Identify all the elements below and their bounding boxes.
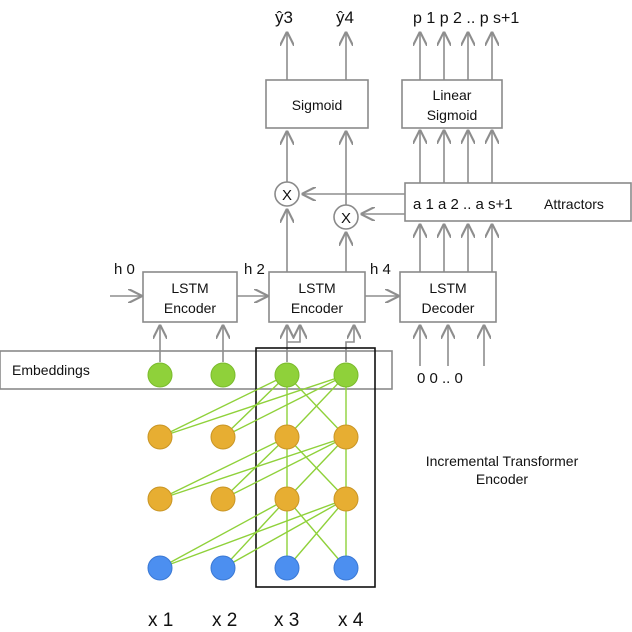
input-node: [210, 555, 236, 581]
transformer-node: [333, 486, 359, 512]
route-emb4-to-enc2: [345, 326, 354, 362]
h2-label: h 2: [244, 261, 265, 278]
attractor-values: a 1 a 2 .. a s+1: [413, 196, 513, 213]
transformer-node: [147, 424, 173, 450]
transformer-node: [274, 424, 300, 450]
attractors-box: [404, 182, 632, 222]
edge: [159, 436, 347, 500]
edge: [286, 374, 347, 438]
lstm-encoder-1-label-1: LSTM: [171, 280, 208, 296]
lstm-encoder-2-label-2: Encoder: [291, 300, 343, 316]
embeddings-band: [0, 350, 393, 390]
lstm-decoder-box: [399, 271, 497, 323]
edge: [159, 374, 347, 438]
lstm-decoder-label-2: Decoder: [422, 300, 475, 316]
lstm-encoder-2-label-1: LSTM: [298, 280, 335, 296]
transformer-node: [210, 424, 236, 450]
embedding-node: [147, 362, 173, 388]
embedding-nodes: [147, 362, 359, 388]
edge: [159, 498, 288, 569]
transformer-layer-1-nodes: [147, 486, 359, 512]
x2-label: x 2: [212, 610, 237, 631]
edge: [159, 436, 288, 500]
embedding-node: [210, 362, 236, 388]
multiply-node-1: [274, 181, 300, 207]
edge: [222, 374, 347, 438]
transformer-label-2: Encoder: [476, 471, 528, 487]
lstm-encoder-box-2: [268, 271, 366, 323]
transformer-label-1: Incremental Transformer: [426, 453, 579, 469]
embedding-node: [333, 362, 359, 388]
y3-label: ŷ3: [275, 8, 293, 27]
linear-sigmoid-label-2: Sigmoid: [427, 107, 478, 123]
p-label: p 1 p 2 .. p s+1: [413, 10, 519, 27]
h0-label: h 0: [114, 261, 135, 278]
transformer-node: [147, 486, 173, 512]
edge: [286, 498, 347, 569]
transformer-layer-2-nodes: [147, 424, 359, 450]
transformer-node: [210, 486, 236, 512]
x1-label: x 1: [148, 610, 173, 631]
edge: [222, 436, 347, 500]
x4-label: x 4: [338, 610, 364, 631]
h4-label: h 4: [370, 261, 391, 278]
lstm-decoder-label-1: LSTM: [429, 280, 466, 296]
linear-sigmoid-box: [401, 79, 503, 129]
edge: [286, 436, 347, 500]
attractors-label: Attractors: [544, 196, 604, 212]
lstm-encoder-1-label-2: Encoder: [164, 300, 216, 316]
x3-label: x 3: [274, 610, 299, 631]
route-emb3-side: [287, 326, 300, 343]
zero-inputs-label: 0 0 .. 0: [417, 370, 463, 387]
transformer-node: [333, 424, 359, 450]
linear-sigmoid-label-1: Linear: [433, 87, 472, 103]
edge: [159, 374, 288, 438]
transformer-node: [274, 486, 300, 512]
multiply-label-2: X: [341, 210, 351, 227]
input-node: [333, 555, 359, 581]
sigmoid-label: Sigmoid: [292, 97, 343, 113]
y4-label: ŷ4: [336, 8, 354, 27]
embeddings-label: Embeddings: [12, 362, 90, 378]
multiply-label-1: X: [282, 187, 292, 204]
edge: [222, 498, 347, 569]
transformer-edges: [159, 374, 347, 569]
input-node: [274, 555, 300, 581]
sigmoid-box: [265, 79, 369, 129]
input-nodes: [147, 555, 359, 581]
input-node: [147, 555, 173, 581]
embedding-node: [274, 362, 300, 388]
edge: [159, 498, 347, 569]
lstm-encoder-box-1: [142, 271, 238, 323]
multiply-node-2: [333, 204, 359, 230]
